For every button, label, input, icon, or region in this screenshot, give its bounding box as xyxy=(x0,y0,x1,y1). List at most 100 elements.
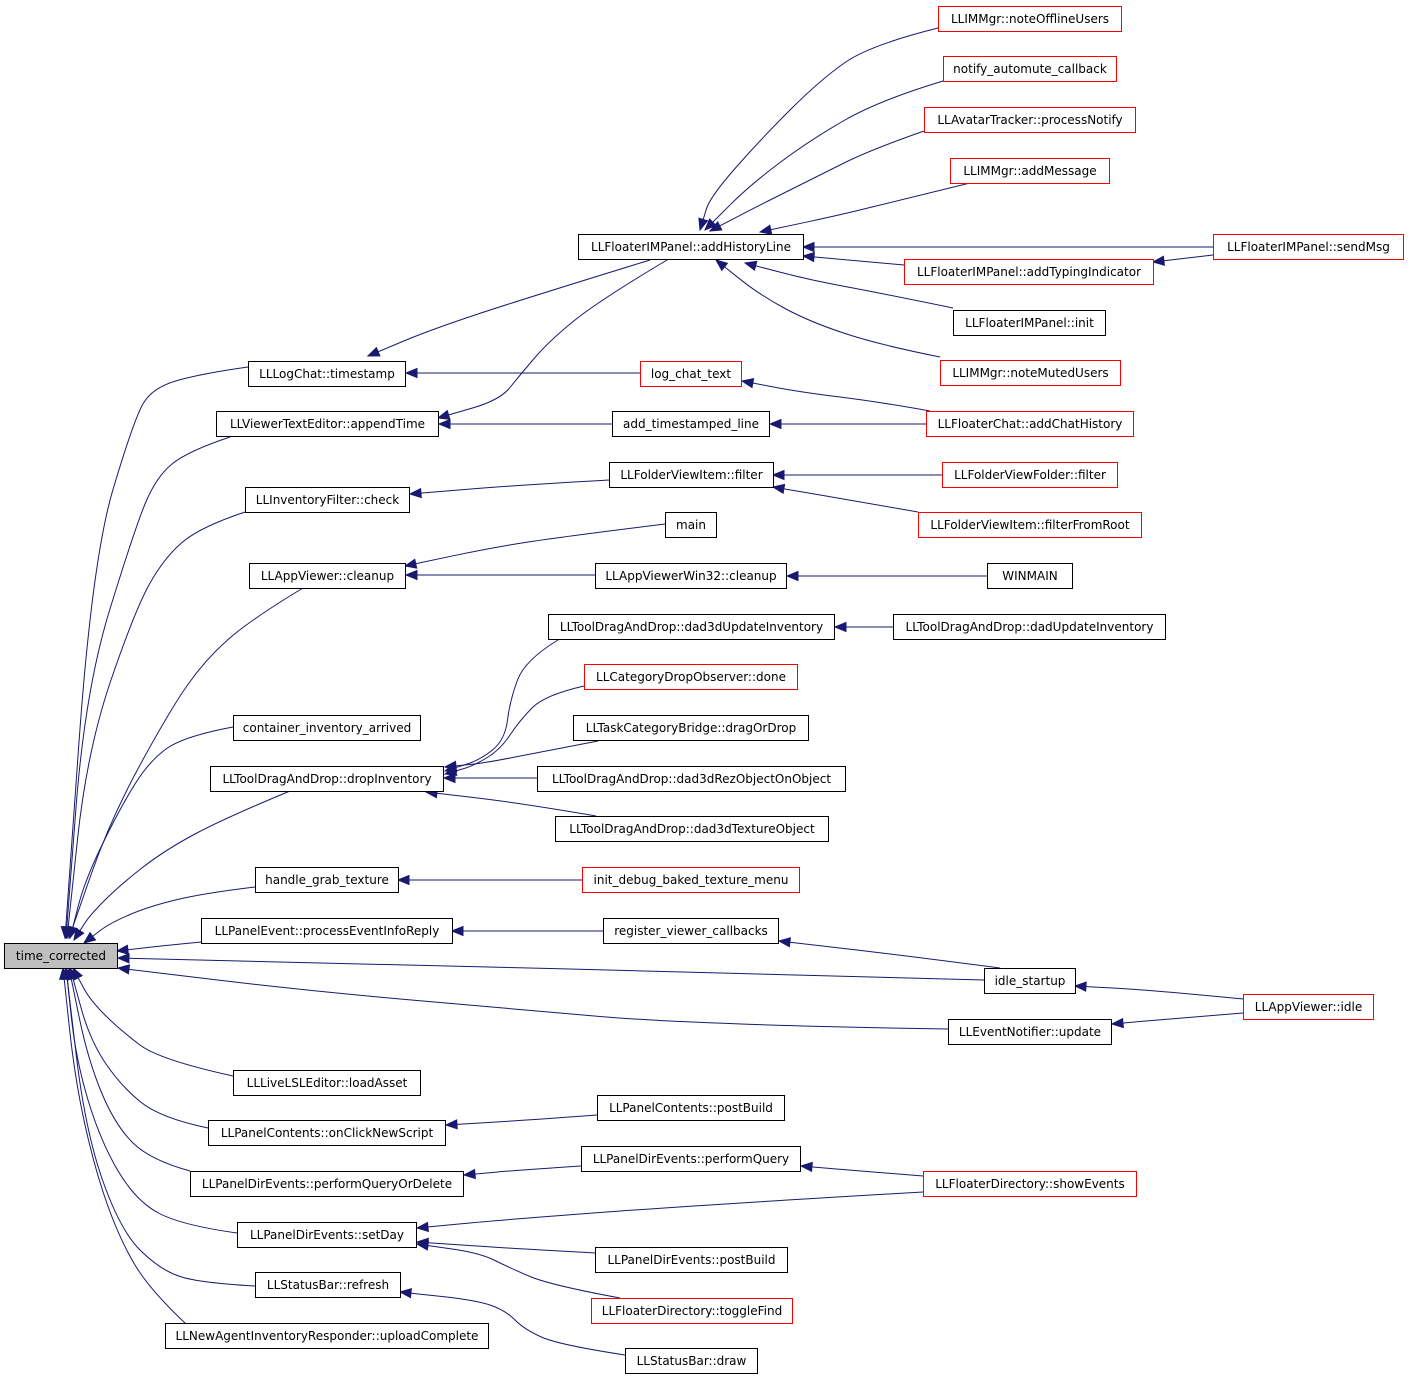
node-register_viewer_callbacks[interactable]: register_viewer_callbacks xyxy=(603,918,779,944)
node-LLToolDragAndDrop_dad3dRezObjectOnObject[interactable]: LLToolDragAndDrop::dad3dRezObjectOnObjec… xyxy=(537,766,846,792)
node-LLFolderViewItem_filterFromRoot[interactable]: LLFolderViewItem::filterFromRoot xyxy=(918,512,1142,538)
node-LLFloaterIMPanel_init[interactable]: LLFloaterIMPanel::init xyxy=(953,310,1106,336)
node-LLFolderViewFolder_filter[interactable]: LLFolderViewFolder::filter xyxy=(942,462,1118,488)
node-label: LLToolDragAndDrop::dad3dTextureObject xyxy=(569,822,815,836)
node-LLAppViewer_cleanup[interactable]: LLAppViewer::cleanup xyxy=(249,563,406,589)
node-label: time_corrected xyxy=(16,949,106,963)
node-LLIMMgr_noteMutedUsers[interactable]: LLIMMgr::noteMutedUsers xyxy=(940,360,1121,386)
edge-log_chat_text-to-LLLogChat_timestamp xyxy=(404,367,640,379)
arrowhead xyxy=(708,221,723,232)
node-time_corrected[interactable]: time_corrected xyxy=(4,943,118,969)
edge-line xyxy=(76,975,234,1077)
node-LLFloaterIMPanel_addTypingIndicator[interactable]: LLFloaterIMPanel::addTypingIndicator xyxy=(904,259,1154,285)
node-LLFolderViewItem_filter[interactable]: LLFolderViewItem::filter xyxy=(609,462,774,488)
node-LLInventoryFilter_check[interactable]: LLInventoryFilter::check xyxy=(245,487,410,513)
node-LLFloaterDirectory_showEvents[interactable]: LLFloaterDirectory::showEvents xyxy=(923,1171,1137,1197)
edge-line xyxy=(472,1165,582,1175)
node-add_timestamped_line[interactable]: add_timestamped_line xyxy=(612,411,770,437)
node-label: LLToolDragAndDrop::dadUpdateInventory xyxy=(906,620,1154,634)
arrowhead xyxy=(768,418,782,430)
arrowhead xyxy=(437,418,451,430)
edge-line xyxy=(125,941,202,951)
node-label: LLIMMgr::addMessage xyxy=(963,164,1096,178)
node-LLAppViewerWin32_cleanup[interactable]: LLAppViewerWin32::cleanup xyxy=(595,563,787,589)
edge-idle_startup-to-register_viewer_callbacks xyxy=(777,937,1001,969)
node-LLFloaterIMPanel_sendMsg[interactable]: LLFloaterIMPanel::sendMsg xyxy=(1213,234,1404,260)
node-main[interactable]: main xyxy=(665,512,717,538)
node-box xyxy=(584,664,798,690)
node-box xyxy=(233,715,421,741)
node-LLAvatarTracker_processNotify[interactable]: LLAvatarTracker::processNotify xyxy=(924,107,1136,133)
node-handle_grab_texture[interactable]: handle_grab_texture xyxy=(255,867,399,893)
node-LLToolDragAndDrop_dropInventory[interactable]: LLToolDragAndDrop::dropInventory xyxy=(210,766,444,792)
node-box xyxy=(4,943,118,969)
node-LLStatusBar_draw[interactable]: LLStatusBar::draw xyxy=(625,1348,758,1374)
node-LLFloaterDirectory_toggleFind[interactable]: LLFloaterDirectory::toggleFind xyxy=(591,1298,793,1324)
node-box xyxy=(1243,994,1374,1020)
edge-LLAppViewer_idle-to-idle_startup xyxy=(1073,981,1244,1000)
node-container_inventory_arrived[interactable]: container_inventory_arrived xyxy=(233,715,421,741)
edge-WINMAIN-to-LLAppViewerWin32_cleanup xyxy=(785,570,987,582)
node-LLPanelContents_onClickNewScript[interactable]: LLPanelContents::onClickNewScript xyxy=(208,1120,446,1146)
node-LLNewAgentInventoryResponder_uploadComplete[interactable]: LLNewAgentInventoryResponder::uploadComp… xyxy=(165,1323,489,1349)
node-box xyxy=(255,1272,401,1298)
arrowhead xyxy=(59,966,70,980)
arrowhead xyxy=(415,1240,430,1251)
edge-LLTaskCategoryBridge_dragOrDrop-to-LLToolDragAndDrop_dropInventory xyxy=(443,740,599,772)
node-LLToolDragAndDrop_dad3dTextureObject[interactable]: LLToolDragAndDrop::dad3dTextureObject xyxy=(555,816,829,842)
node-label: LLStatusBar::refresh xyxy=(267,1278,389,1292)
node-init_debug_baked_texture_menu[interactable]: init_debug_baked_texture_menu xyxy=(582,867,800,893)
node-LLFloaterChat_addChatHistory[interactable]: LLFloaterChat::addChatHistory xyxy=(926,411,1134,437)
node-LLPanelDirEvents_postBuild[interactable]: LLPanelDirEvents::postBuild xyxy=(595,1247,788,1273)
node-LLLogChat_timestamp[interactable]: LLLogChat::timestamp xyxy=(248,361,406,387)
node-label: LLIMMgr::noteOfflineUsers xyxy=(951,12,1109,26)
node-LLToolDragAndDrop_dadUpdateInventory[interactable]: LLToolDragAndDrop::dadUpdateInventory xyxy=(893,614,1166,640)
edge-LLFloaterChat_addChatHistory-to-add_timestamped_line xyxy=(768,418,926,430)
node-LLPanelDirEvents_performQuery[interactable]: LLPanelDirEvents::performQuery xyxy=(581,1146,801,1172)
node-LLLiveLSLEditor_loadAsset[interactable]: LLLiveLSLEditor::loadAsset xyxy=(233,1070,421,1096)
node-log_chat_text[interactable]: log_chat_text xyxy=(640,361,742,387)
node-box xyxy=(591,1298,793,1324)
node-box xyxy=(573,715,809,741)
node-LLStatusBar_refresh[interactable]: LLStatusBar::refresh xyxy=(255,1272,401,1298)
node-label: handle_grab_texture xyxy=(265,873,389,887)
node-LLPanelEvent_processEventInfoReply[interactable]: LLPanelEvent::processEventInfoReply xyxy=(201,918,453,944)
node-box xyxy=(597,1095,785,1121)
edge-LLAppViewerWin32_cleanup-to-LLAppViewer_cleanup xyxy=(404,569,595,581)
node-box xyxy=(612,411,770,437)
node-box xyxy=(640,361,742,387)
node-box xyxy=(950,158,1110,184)
node-box xyxy=(984,968,1076,994)
arrowhead xyxy=(436,409,451,420)
node-LLAppViewer_idle[interactable]: LLAppViewer::idle xyxy=(1243,994,1374,1020)
node-LLFloaterIMPanel_addHistoryLine[interactable]: LLFloaterIMPanel::addHistoryLine xyxy=(578,234,804,260)
arrowhead xyxy=(443,760,457,772)
node-LLViewerTextEditor_appendTime[interactable]: LLViewerTextEditor::appendTime xyxy=(216,411,439,437)
edge-line xyxy=(809,1166,924,1177)
arrowhead xyxy=(698,217,709,232)
node-box xyxy=(165,1323,489,1349)
node-LLToolDragAndDrop_dad3dUpdateInventory[interactable]: LLToolDragAndDrop::dad3dUpdateInventory xyxy=(548,614,835,640)
node-label: LLInventoryFilter::check xyxy=(256,493,399,507)
node-notify_automute_callback[interactable]: notify_automute_callback xyxy=(943,56,1117,82)
node-LLPanelContents_postBuild[interactable]: LLPanelContents::postBuild xyxy=(597,1095,785,1121)
node-LLIMMgr_noteOfflineUsers[interactable]: LLIMMgr::noteOfflineUsers xyxy=(938,6,1122,32)
edge-line xyxy=(753,264,954,309)
node-LLTaskCategoryBridge_dragOrDrop[interactable]: LLTaskCategoryBridge::dragOrDrop xyxy=(573,715,809,741)
node-idle_startup[interactable]: idle_startup xyxy=(984,968,1076,994)
edge-line xyxy=(71,726,234,930)
node-LLEventNotifier_update[interactable]: LLEventNotifier::update xyxy=(948,1019,1112,1045)
node-LLIMMgr_addMessage[interactable]: LLIMMgr::addMessage xyxy=(950,158,1110,184)
edge-register_viewer_callbacks-to-LLPanelEvent_processEventInfoReply xyxy=(450,925,603,937)
node-LLPanelDirEvents_setDay[interactable]: LLPanelDirEvents::setDay xyxy=(237,1222,417,1248)
node-label: LLFloaterIMPanel::sendMsg xyxy=(1227,240,1390,254)
node-WINMAIN[interactable]: WINMAIN xyxy=(987,563,1073,589)
node-label: LLPanelDirEvents::performQuery xyxy=(593,1152,789,1166)
arrowhead xyxy=(704,218,717,231)
node-LLPanelDirEvents_performQueryOrDelete[interactable]: LLPanelDirEvents::performQueryOrDelete xyxy=(190,1171,464,1197)
edge-line xyxy=(453,685,585,773)
node-LLCategoryDropObserver_done[interactable]: LLCategoryDropObserver::done xyxy=(584,664,798,690)
edge-line xyxy=(454,1114,598,1125)
edge-line xyxy=(711,80,944,224)
